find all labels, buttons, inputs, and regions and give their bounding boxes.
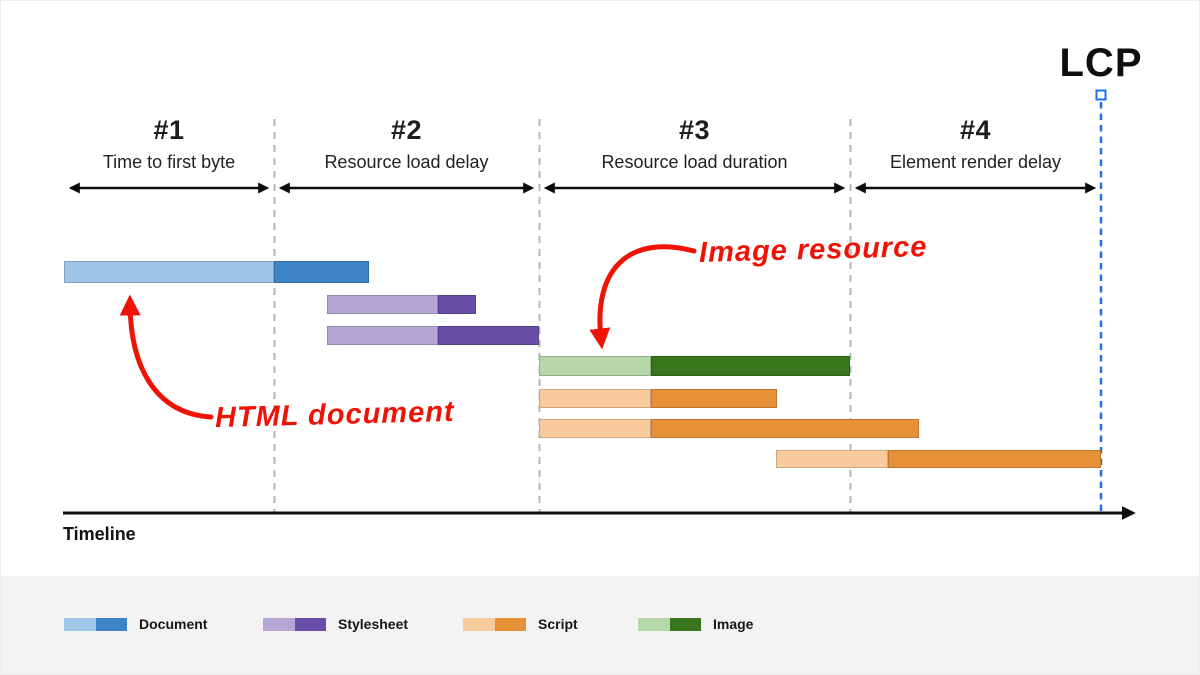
script-bar-light-segment xyxy=(539,419,651,438)
legend-swatch-dark xyxy=(669,617,701,631)
legend-item-image: Image xyxy=(638,616,753,632)
annotation-image-resource: Image resource xyxy=(698,231,928,269)
phase-label: Resource load duration xyxy=(601,152,788,172)
phase-label: Element render delay xyxy=(889,152,1062,172)
phase-label: Time to first byte xyxy=(102,152,236,172)
document-bar-light-segment xyxy=(64,261,274,283)
timeline-axis-label: Timeline xyxy=(63,524,136,544)
script-bar-light-segment xyxy=(776,450,888,468)
annotation-html-document: HTML document xyxy=(214,395,455,435)
legend-swatch-dark xyxy=(294,617,326,631)
legend-swatch-dark xyxy=(494,617,526,631)
legend-label: Stylesheet xyxy=(338,616,409,632)
lcp-label: LCP xyxy=(1059,41,1143,85)
image-bar-light-segment xyxy=(539,356,651,376)
legend-swatch-dark xyxy=(95,617,127,631)
stylesheet-bar-dark-segment xyxy=(438,326,539,345)
script-bar-dark-segment xyxy=(888,450,1101,468)
legend-label: Script xyxy=(538,616,578,632)
lcp-marker-square xyxy=(1095,89,1107,101)
phase-number: #4 xyxy=(959,115,992,145)
stylesheet-bar-light-segment xyxy=(327,326,438,345)
legend-swatch-light xyxy=(64,617,96,631)
script-bar-dark-segment xyxy=(651,419,919,438)
stylesheet-bar-dark-segment xyxy=(438,295,476,314)
legend-label: Image xyxy=(713,616,754,632)
legend-swatch-script xyxy=(463,617,526,631)
script-bar-dark-segment xyxy=(651,389,777,408)
phase-label: Resource load delay xyxy=(324,152,489,172)
image-bar-dark-segment xyxy=(651,356,850,376)
legend-swatch-image xyxy=(638,617,701,631)
legend-item-document: Document xyxy=(64,616,207,632)
legend-swatch-stylesheet xyxy=(263,617,326,631)
legend-band xyxy=(1,576,1199,674)
legend-item-stylesheet: Stylesheet xyxy=(263,616,408,632)
html-document-arrow xyxy=(119,294,214,420)
legend-swatch-light xyxy=(463,617,495,631)
legend-item-script: Script xyxy=(463,616,578,632)
legend-label: Document xyxy=(139,616,208,632)
legend-swatch-light xyxy=(638,617,670,631)
legend-swatch-light xyxy=(263,617,295,631)
script-bar-light-segment xyxy=(539,389,651,408)
document-bar-dark-segment xyxy=(274,261,369,283)
legend-swatch-document xyxy=(64,617,127,631)
phase-number: #1 xyxy=(153,115,185,145)
stylesheet-bar-light-segment xyxy=(327,295,438,314)
phase-number: #3 xyxy=(678,115,711,145)
phase-number: #2 xyxy=(390,115,423,145)
image-resource-arrow xyxy=(589,244,697,350)
